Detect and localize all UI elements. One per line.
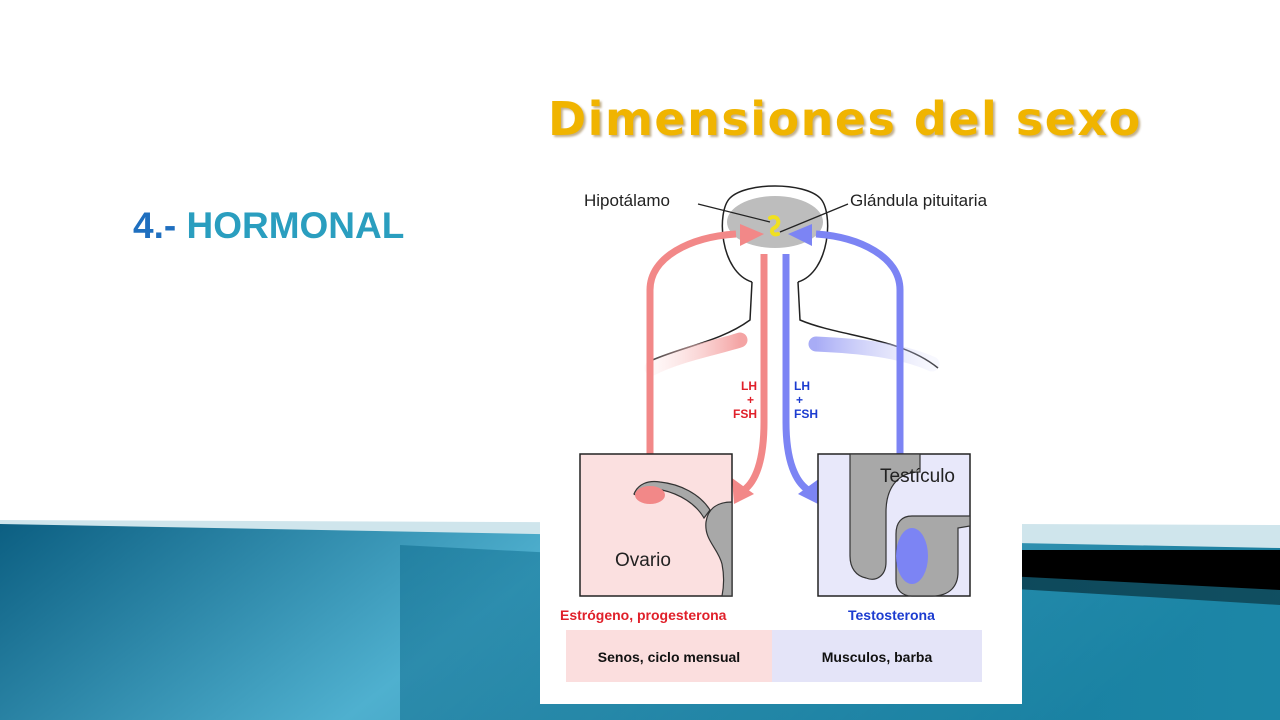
female-release-arrowhead [732,478,754,504]
male-feedback-arrowhead [788,224,812,246]
female-effects-cell [566,630,772,682]
subtitle-text: HORMONAL [186,205,405,246]
male-output-label: Testosterona [848,607,935,623]
male-effects-label: Musculos, barba [822,649,933,665]
pituitary-label: Glándula pituitaria [850,191,988,210]
slide-title: Dimensiones del sexo [548,92,1142,146]
female-hormone-lh: LH [741,379,757,393]
female-hormone-plus: + [747,393,754,407]
ovary-label: Ovario [615,550,671,571]
female-feedback-arrow [646,230,737,457]
pituitary-gland [768,215,781,237]
testicle-label: Testículo [880,466,955,487]
hypothalamus-label: Hipotálamo [584,191,670,210]
pituitary-leader [779,203,849,233]
male-shoulder-band [808,336,940,372]
head-outline [721,185,829,283]
testicle-panel: Testículo [817,453,971,597]
diagram-background [540,172,1022,704]
male-release-arrowhead [798,478,820,504]
hypothalamus-leader [697,203,771,223]
male-release-arrow [782,254,811,493]
female-shoulder-band [644,332,748,376]
uterus-shape [705,501,733,597]
hormonal-diagram: Hipotálamo Glándula pituitaria LH + FSH … [540,172,1022,704]
ovary-shape [635,486,665,504]
female-release-arrow [741,254,768,493]
male-hormone-fsh: FSH [794,407,818,421]
female-feedback-arrowhead [740,224,764,246]
female-hormone-fsh: FSH [733,407,757,421]
female-output-label: Estrógeno, progesterona [560,607,727,623]
testis-core [896,528,928,584]
male-hormone-lh: LH [794,379,810,393]
female-effects-label: Senos, ciclo mensual [598,649,740,665]
penis-shape [849,453,921,580]
slide-subtitle: 4.- HORMONAL [133,205,404,247]
ovary-panel: Ovario [579,453,733,597]
male-hormone-plus: + [796,393,803,407]
subtitle-number: 4.- [133,205,177,246]
male-feedback-arrow [815,230,904,457]
male-effects-cell [772,630,982,682]
